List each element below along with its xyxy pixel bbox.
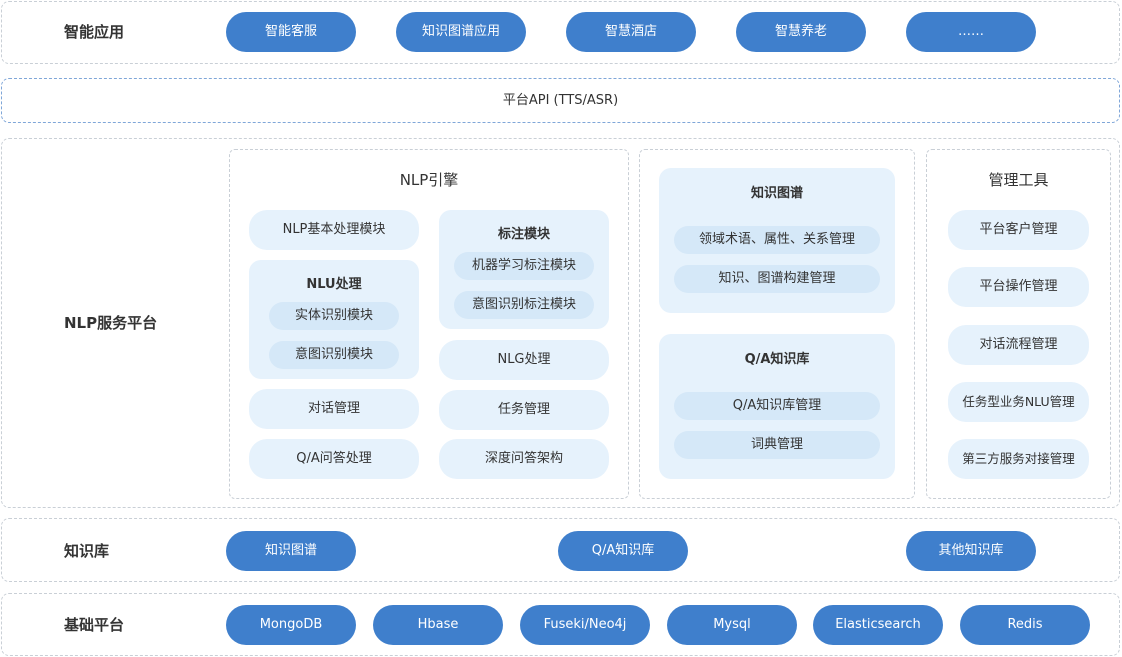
smart-app-customer-service[interactable]: 智能客服 <box>226 12 356 52</box>
nlu-panel-title: NLU处理 <box>306 277 362 292</box>
base-elasticsearch[interactable]: Elasticsearch <box>813 605 943 645</box>
smart-app-smart-elderly-care[interactable]: 智慧养老 <box>736 12 866 52</box>
nlp-platform-label: NLP服务平台 <box>64 314 158 332</box>
annotation-panel-title: 标注模块 <box>497 227 550 242</box>
kg-panel-title: 知识图谱 <box>750 186 803 201</box>
platform-operation-management[interactable]: 平台操作管理 <box>948 267 1089 307</box>
entity-recognition-module[interactable]: 实体识别模块 <box>269 302 399 330</box>
intent-recognition-module[interactable]: 意图识别模块 <box>269 341 399 369</box>
kb-knowledge-graph[interactable]: 知识图谱 <box>226 531 356 571</box>
task-nlu-management[interactable]: 任务型业务NLU管理 <box>948 382 1089 422</box>
domain-term-management[interactable]: 领域术语、属性、关系管理 <box>674 226 880 254</box>
smart-apps-label: 智能应用 <box>64 23 125 41</box>
smart-app-smart-hotel[interactable]: 智慧酒店 <box>566 12 696 52</box>
base-platform-label: 基础平台 <box>64 616 125 634</box>
dictionary-management[interactable]: 词典管理 <box>674 431 880 459</box>
qa-processing[interactable]: Q/A问答处理 <box>249 439 419 479</box>
base-mysql[interactable]: Mysql <box>667 605 797 645</box>
knowledge-base-label: 知识库 <box>64 542 110 560</box>
knowledge-column-box <box>639 149 915 499</box>
platform-api-label: 平台API (TTS/ASR) <box>502 93 619 108</box>
deep-qa-architecture[interactable]: 深度问答架构 <box>439 439 609 479</box>
base-fuseki-neo4j[interactable]: Fuseki/Neo4j <box>520 605 650 645</box>
nlp-basic-module[interactable]: NLP基本处理模块 <box>249 210 419 250</box>
nlg-processing[interactable]: NLG处理 <box>439 340 609 380</box>
task-management[interactable]: 任务管理 <box>439 390 609 430</box>
smart-apps-layer <box>1 1 1120 64</box>
intent-annotation-module[interactable]: 意图识别标注模块 <box>454 291 594 319</box>
knowledge-base-layer <box>1 518 1120 582</box>
kg-construction-management[interactable]: 知识、图谱构建管理 <box>674 265 880 293</box>
management-tools-title: 管理工具 <box>988 171 1049 189</box>
base-mongodb[interactable]: MongoDB <box>226 605 356 645</box>
dialog-management[interactable]: 对话管理 <box>249 389 419 429</box>
nlp-platform-layer <box>1 138 1120 508</box>
kb-other-knowledge-base[interactable]: 其他知识库 <box>906 531 1036 571</box>
nlp-engine-box <box>229 149 629 499</box>
third-party-service-management[interactable]: 第三方服务对接管理 <box>948 439 1089 479</box>
base-redis[interactable]: Redis <box>960 605 1090 645</box>
smart-app-kg-application[interactable]: 知识图谱应用 <box>396 12 526 52</box>
qakb-management[interactable]: Q/A知识库管理 <box>674 392 880 420</box>
kb-qa-knowledge-base[interactable]: Q/A知识库 <box>558 531 688 571</box>
management-tools-box <box>926 149 1111 499</box>
nlp-engine-title: NLP引擎 <box>399 171 459 189</box>
base-platform-layer <box>1 593 1120 656</box>
smart-app-more[interactable]: …… <box>906 12 1036 52</box>
platform-api-layer <box>1 78 1120 123</box>
platform-customer-management[interactable]: 平台客户管理 <box>948 210 1089 250</box>
base-hbase[interactable]: Hbase <box>373 605 503 645</box>
dialog-flow-management[interactable]: 对话流程管理 <box>948 325 1089 365</box>
ml-annotation-module[interactable]: 机器学习标注模块 <box>454 252 594 280</box>
qakb-panel-title: Q/A知识库 <box>744 352 810 367</box>
